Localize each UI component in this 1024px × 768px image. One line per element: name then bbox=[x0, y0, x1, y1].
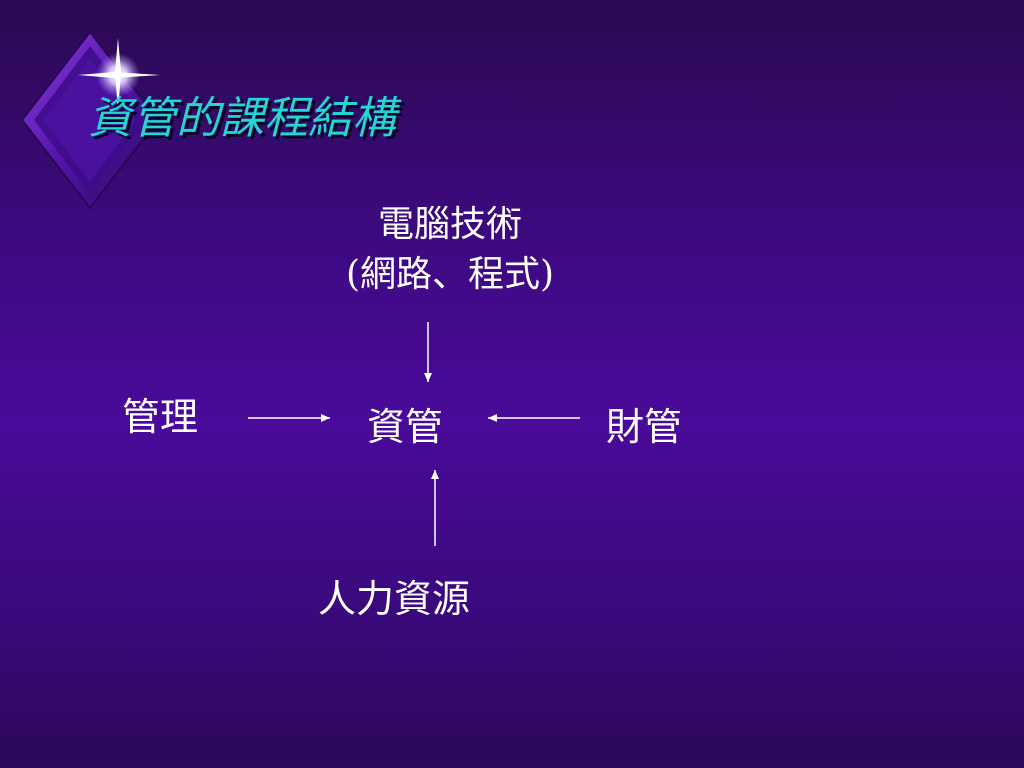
node-finance: 財管 bbox=[606, 405, 683, 449]
node-management: 管理 bbox=[122, 395, 199, 439]
slide-title: 資管的課程結構 bbox=[88, 93, 396, 144]
diamond-sparkle-icon bbox=[20, 30, 160, 210]
node-human-resources: 人力資源 bbox=[318, 577, 471, 621]
node-computer-technology: 電腦技術 (網路、程式) bbox=[300, 200, 600, 300]
node-top-line1: 電腦技術 bbox=[377, 204, 522, 245]
node-top-line2: (網路、程式) bbox=[345, 254, 555, 295]
node-information-management: 資管 bbox=[367, 405, 444, 449]
